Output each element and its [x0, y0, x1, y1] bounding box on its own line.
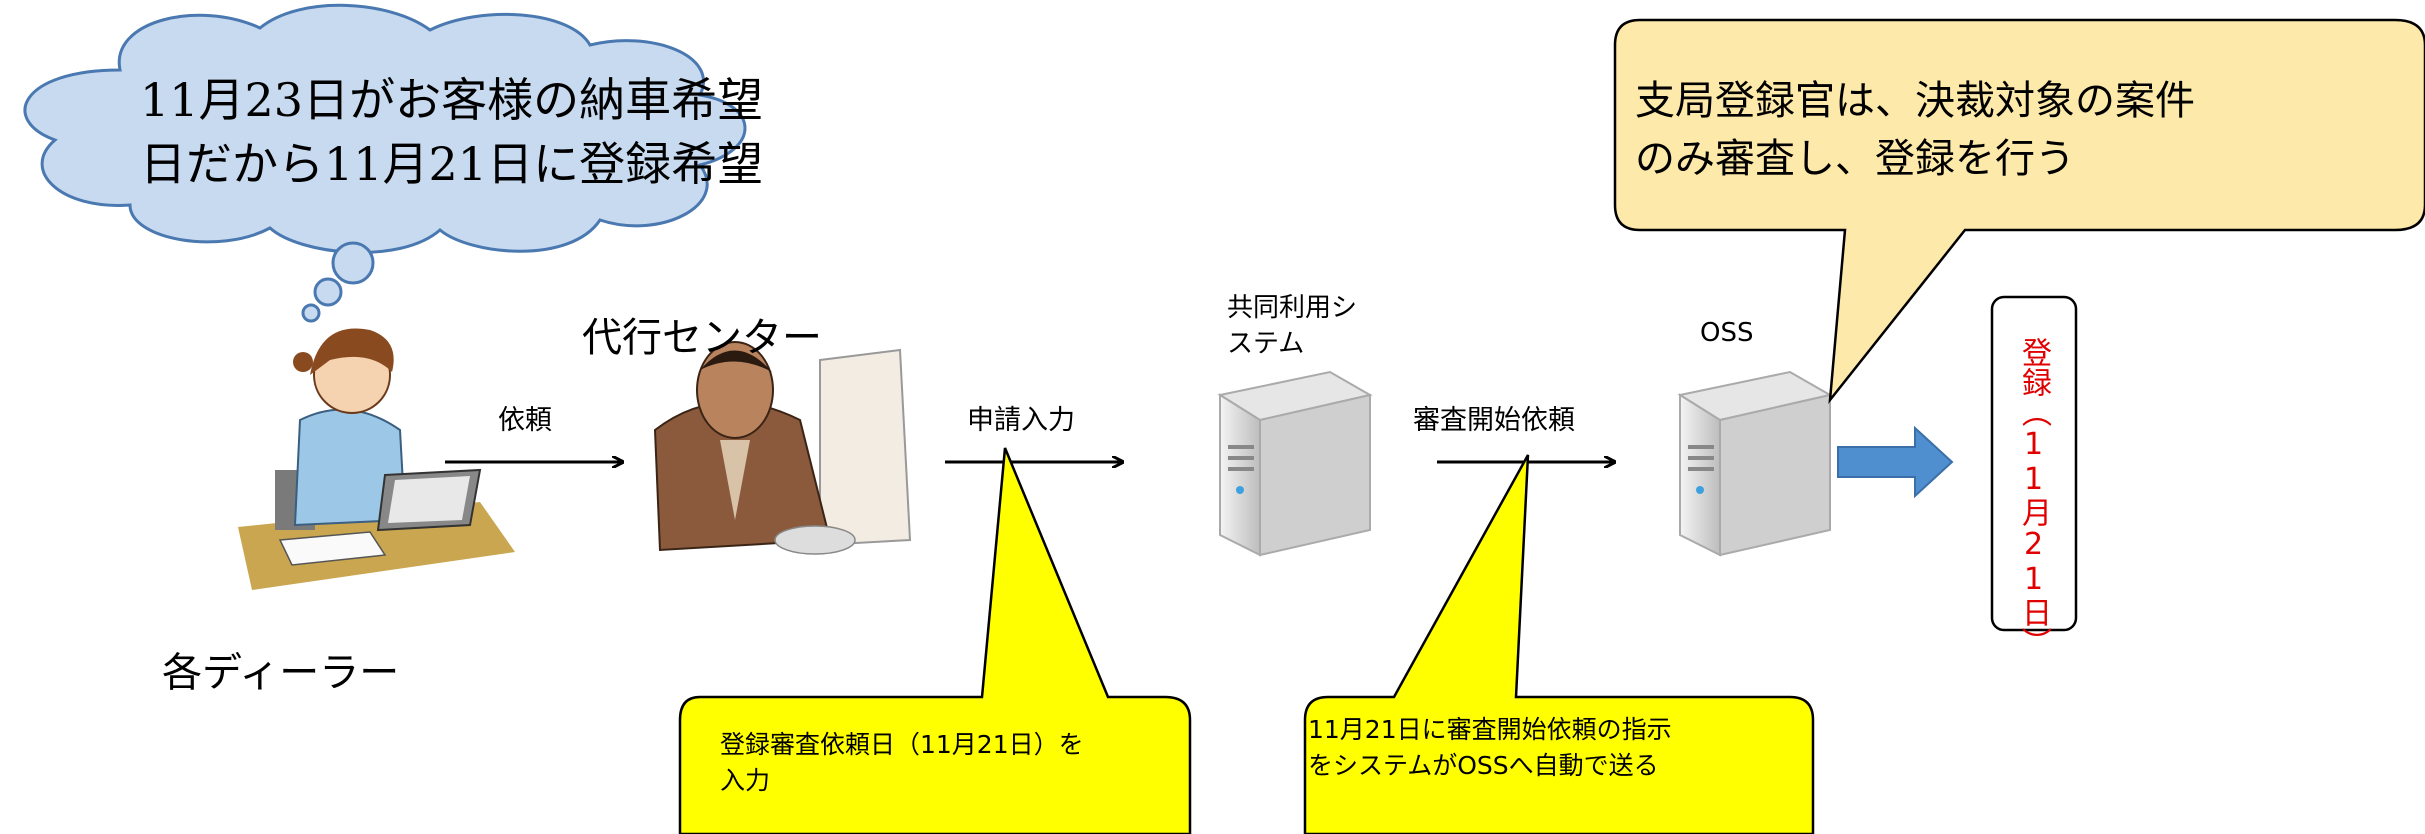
oss-label: OSS: [1700, 318, 1754, 348]
agency-staff-figure-icon: [653, 341, 912, 555]
request-arrow-label: 依頼: [498, 405, 552, 436]
result-box-text: 登録（11月21日）: [2016, 337, 2051, 657]
review-start-arrow-label: 審査開始依頼: [1413, 405, 1575, 436]
shared-system-label: 共同利用シ ステム: [1227, 293, 1358, 359]
shared-system-server-icon: [1217, 370, 1373, 557]
input-date-callout-shape: [678, 447, 1192, 834]
result-block-arrow: [1837, 425, 1954, 499]
dealer-label: 各ディーラー: [162, 650, 400, 696]
officer-callout-text: 支局登録官は、決裁対象の案件 のみ審査し、登録を行う: [1635, 78, 2195, 182]
officer-callout-shape: [1613, 18, 2425, 405]
dealer-figure-icon: [238, 328, 515, 590]
auto-send-callout-shape: [1303, 454, 1815, 834]
agency-center-label: 代行センター: [582, 315, 822, 361]
thought-bubble-text: 11月23日がお客様の納車希望 日だから11月21日に登録希望: [140, 73, 764, 191]
application-input-arrow-label: 申請入力: [967, 405, 1075, 436]
result-box-frame: [1990, 295, 2078, 632]
oss-server-icon: [1677, 370, 1833, 557]
thought-cloud: [23, 3, 747, 323]
auto-send-callout-text: 11月21日に審査開始依頼の指示 をシステムがOSSへ自動で送る: [1308, 715, 1672, 780]
input-date-callout-text: 登録審査依頼日（11月21日）を 入力: [720, 730, 1084, 795]
